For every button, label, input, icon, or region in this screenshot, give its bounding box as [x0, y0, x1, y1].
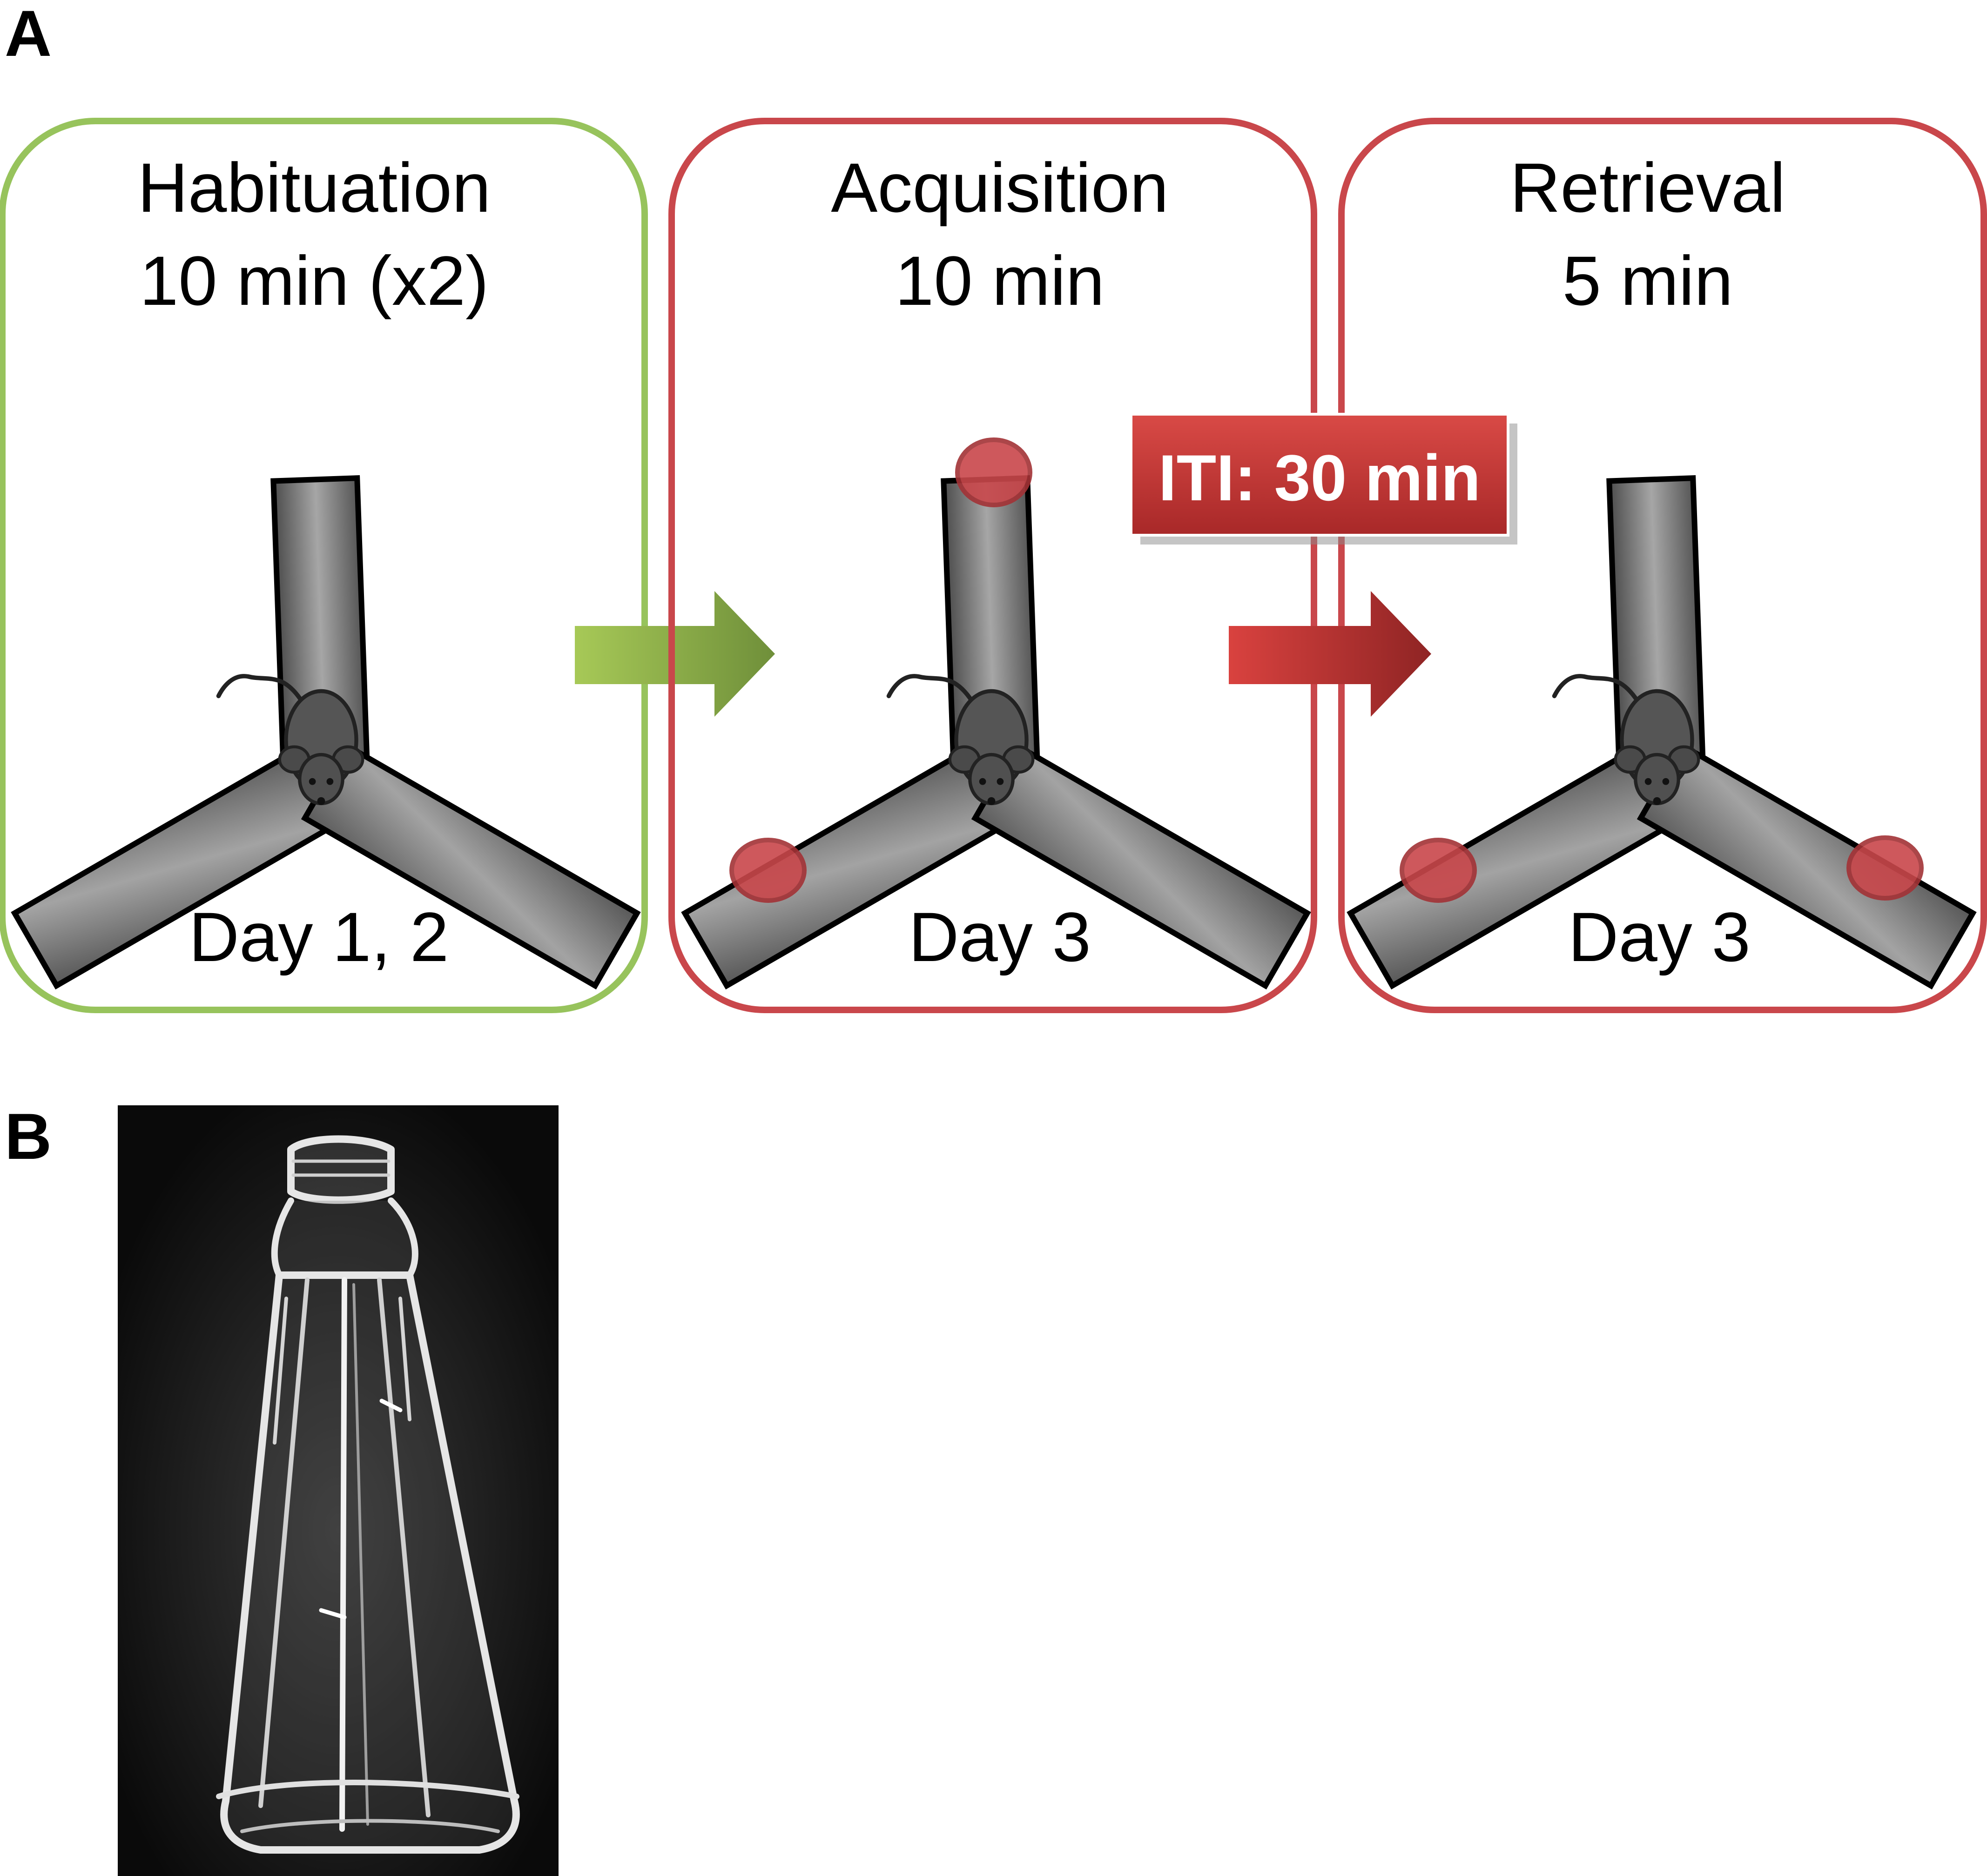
- habituation-day: Day 1, 2: [189, 898, 449, 976]
- stage-retrieval: Retrieval 5 min Day 3: [1338, 118, 1987, 1013]
- retrieval-day: Day 3: [1568, 898, 1751, 976]
- acquisition-frame: [668, 118, 1317, 1013]
- photo-background: [118, 1105, 559, 1876]
- acquisition-duration: 10 min: [895, 242, 1105, 320]
- acquisition-day: Day 3: [909, 898, 1091, 976]
- retrieval-frame: [1338, 118, 1987, 1013]
- bottle-photo: [118, 1105, 559, 1876]
- stage-acquisition: Acquisition 10 min Day 3: [668, 118, 1317, 1013]
- habituation-duration: 10 min (x2): [140, 242, 489, 320]
- retrieval-title: Retrieval: [1510, 148, 1785, 227]
- habituation-frame: [0, 118, 648, 1013]
- object-left-arm: [729, 838, 807, 903]
- iti-label: ITI: 30 min: [1159, 441, 1481, 514]
- panel-b-label: B: [5, 1100, 52, 1173]
- acquisition-title: Acquisition: [831, 148, 1168, 227]
- retrieval-duration: 5 min: [1563, 242, 1733, 320]
- bottle-icon: [216, 1135, 520, 1854]
- red-arrow-icon: [1229, 591, 1431, 717]
- object-right-arm: [1846, 835, 1924, 901]
- habituation-title: Habituation: [138, 148, 491, 227]
- panel-a-label: A: [5, 0, 52, 70]
- object-left-arm: [1400, 838, 1477, 903]
- iti-box: ITI: 30 min: [1130, 413, 1517, 545]
- object-top-arm: [955, 437, 1032, 507]
- stage-habituation: Habituation 10 min (x2) Day 1, 2: [0, 118, 648, 1013]
